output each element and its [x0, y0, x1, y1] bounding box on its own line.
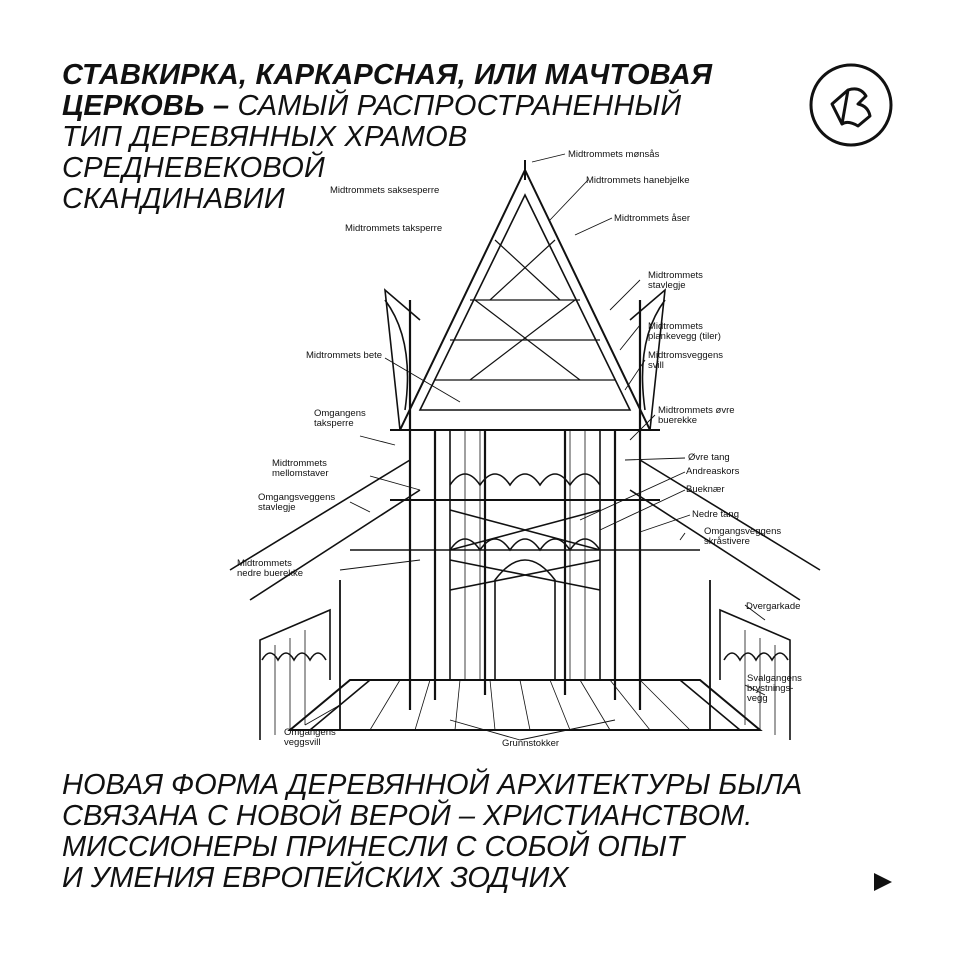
- stave-church-diagram: Midtrommets mønsås Midtrommets hanebjelk…: [229, 149, 821, 749]
- label-leaders: [304, 153, 766, 741]
- label-bueknaer: Bueknær: [686, 484, 725, 495]
- book-circle-icon: [809, 63, 893, 147]
- body-text: НОВАЯ ФОРМА ДЕРЕВЯННОЙ АРХИТЕКТУРЫ БЫЛА …: [62, 770, 862, 894]
- label-saksesperre: Midtrommets saksesperre: [330, 185, 439, 196]
- label-svalgangens-2: brystnings-: [747, 683, 793, 694]
- heading-light-line-1: ТИП ДЕРЕВЯННЫХ ХРАМОВ: [62, 121, 468, 153]
- heading-bold-line-2: ЦЕРКОВЬ –: [62, 90, 230, 122]
- label-skrastivere-2: skråstivere: [704, 536, 750, 547]
- label-nedre-buerekke-1: Midtrommets: [237, 558, 292, 569]
- heading-light-line-3: СКАНДИНАВИИ: [62, 183, 285, 215]
- label-hanebjelke: Midtrommets hanebjelke: [586, 175, 690, 186]
- label-andreaskors: Andreaskors: [686, 466, 740, 477]
- label-taksperre: Midtrommets taksperre: [345, 223, 442, 234]
- body-line-3: МИССИОНЕРЫ ПРИНЕСЛИ С СОБОЙ ОПЫТ: [62, 831, 685, 863]
- body-line-2: СВЯЗАНА С НОВОЙ ВЕРОЙ – ХРИСТИАНСТВОМ.: [62, 800, 753, 832]
- label-nedre-buerekke-2: nedre buerekke: [237, 568, 303, 579]
- label-omg-veggsvill-1: Omgangens: [284, 727, 336, 738]
- label-stavlegje-2: stavlegje: [648, 280, 686, 291]
- label-sveggens-1: Midtromsveggens: [648, 350, 723, 361]
- label-grunnstokker: Grunnstokker: [502, 738, 559, 749]
- label-bete: Midtrommets bete: [306, 350, 382, 361]
- label-ovre-buerekke-2: buerekke: [658, 415, 697, 426]
- label-nedre-tang: Nedre tang: [692, 509, 739, 520]
- label-aser: Midtrommets åser: [614, 213, 690, 224]
- label-svalgangens-3: vegg: [747, 693, 768, 704]
- body-line-1: НОВАЯ ФОРМА ДЕРЕВЯННОЙ АРХИТЕКТУРЫ БЫЛА: [62, 769, 803, 801]
- label-sveggens-2: svill: [648, 360, 664, 371]
- label-plankevegg-2: plankevegg (tiler): [648, 331, 721, 342]
- heading-light-line-2: СРЕДНЕВЕКОВОЙ: [62, 152, 325, 184]
- diagram-labels: Midtrommets mønsås Midtrommets hanebjelk…: [237, 149, 802, 749]
- heading-bold-line-1: СТАВКИРКА, КАРКАРСНАЯ, ИЛИ МАЧТОВАЯ: [62, 59, 713, 91]
- play-arrow-icon[interactable]: [872, 872, 894, 892]
- label-mellomstaver-1: Midtrommets: [272, 458, 327, 469]
- label-omg-stavlegje-1: Omgangsveggens: [258, 492, 335, 503]
- label-ovre-buerekke-1: Midtrommets øvre: [658, 405, 735, 416]
- label-mellomstaver-2: mellomstaver: [272, 468, 329, 479]
- label-omg-taksperre-2: taksperre: [314, 418, 354, 429]
- label-monsas: Midtrommets mønsås: [568, 149, 660, 160]
- heading-light-first: САМЫЙ РАСПРОСТРАНЕННЫЙ: [229, 90, 682, 122]
- label-svalgangens-1: Svalgangens: [747, 673, 802, 684]
- label-omg-taksperre-1: Omgangens: [314, 408, 366, 419]
- church-structure: [229, 160, 821, 740]
- label-omg-veggsvill-2: veggsvill: [284, 737, 320, 748]
- body-line-4: И УМЕНИЯ ЕВРОПЕЙСКИХ ЗОДЧИХ: [62, 862, 569, 894]
- label-plankevegg-1: Midtrommets: [648, 321, 703, 332]
- label-ovre-tang: Øvre tang: [688, 452, 730, 463]
- page-heading: СТАВКИРКА, КАРКАРСНАЯ, ИЛИ МАЧТОВАЯ ЦЕРК…: [62, 60, 762, 215]
- label-skrastivere-1: Omgangsveggens: [704, 526, 781, 537]
- label-dvergarkade: Dvergarkade: [746, 601, 800, 612]
- label-stavlegje-1: Midtrommets: [648, 270, 703, 281]
- label-omg-stavlegje-2: stavlegje: [258, 502, 296, 513]
